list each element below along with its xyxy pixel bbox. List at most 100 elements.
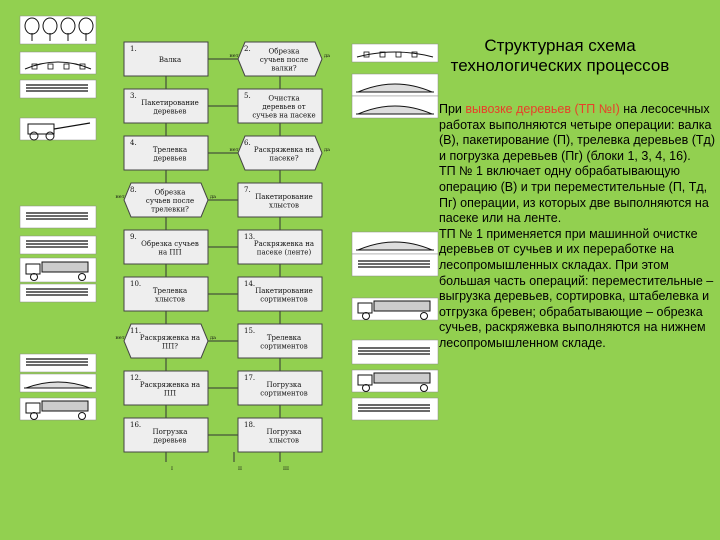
block-number: 14.	[244, 280, 255, 288]
p1-highlight: вывозке деревьев (ТП №I)	[465, 102, 620, 116]
left-illustration-9	[19, 353, 97, 373]
description-paragraph-2: ТП № 1 включает одну обрабатывающую опер…	[439, 164, 709, 226]
right-illustration-1	[351, 43, 439, 63]
description-paragraph-1: При вывозке деревьев (ТП №I) на лесосечн…	[439, 102, 717, 164]
branch-label-yes: да	[210, 194, 216, 200]
left-illustration-10	[19, 373, 97, 393]
right-illustration-3	[351, 95, 439, 119]
branch-label-yes: да	[324, 147, 330, 153]
branch-label-yes: да	[210, 335, 216, 341]
block-label: Обрезка	[269, 48, 300, 56]
block-number: 1.	[130, 45, 137, 53]
exit-label-1: I	[171, 466, 173, 472]
process-shape	[123, 41, 209, 77]
block-label: сучьев после	[260, 56, 308, 64]
block-label: Погрузка	[267, 381, 302, 389]
block-number: 15.	[244, 327, 255, 335]
block-label: Очистка	[268, 95, 299, 103]
description-paragraph-3: ТП № 1 применяется при машинной очистке …	[439, 226, 714, 350]
block-label: Пакетирование	[141, 99, 199, 107]
block-label: хлыстов	[155, 295, 185, 303]
description-text: При вывозке деревьев (ТП №I) на лесосечн…	[439, 102, 717, 352]
block-label: Трелевка	[153, 287, 187, 295]
decision-shape	[237, 135, 323, 171]
block-label: сортиментов	[260, 342, 307, 350]
branch-label-no: нет	[115, 194, 124, 200]
block-label: деревьев	[154, 436, 187, 444]
block-number: 11.	[130, 327, 141, 335]
block-label: Обрезка сучьев	[141, 240, 199, 248]
block-label: пасеке?	[269, 154, 298, 162]
block-label: сучьев на пасеке	[252, 112, 315, 120]
process-shape	[237, 417, 323, 453]
block-label: Пакетирование	[255, 193, 313, 201]
block-label: Раскряжевка на	[254, 240, 314, 248]
branch-label-no: нет	[115, 335, 124, 341]
process-shape	[237, 370, 323, 406]
right-illustration-5	[351, 253, 439, 277]
block-label: сучьев после	[146, 197, 194, 205]
right-illustration-6	[351, 297, 439, 321]
process-shape	[237, 276, 323, 312]
block-label: Обрезка	[155, 189, 186, 197]
left-illustration-6	[19, 235, 97, 255]
exit-label-3: III	[283, 466, 289, 472]
process-shape	[123, 417, 209, 453]
right-illustration-8	[351, 369, 439, 393]
block-label: Погрузка	[267, 428, 302, 436]
block-label: Валка	[159, 56, 181, 64]
right-illustration-4	[351, 231, 439, 255]
block-number: 4.	[130, 139, 137, 147]
block-number: 12.	[130, 374, 141, 382]
block-label: пасеке (ленте)	[257, 248, 312, 256]
page-title: Структурная схема технологических процес…	[450, 36, 670, 75]
left-illustration-8	[19, 283, 97, 303]
left-illustration-11	[19, 397, 97, 421]
process-shape	[123, 276, 209, 312]
block-number: 2.	[244, 45, 251, 53]
block-label: Погрузка	[153, 428, 188, 436]
block-label: Пакетирование	[255, 287, 313, 295]
decision-shape	[123, 182, 209, 218]
block-label: на ПП	[158, 248, 181, 256]
left-illustration-2	[19, 51, 97, 75]
block-label: Трелевка	[267, 334, 301, 342]
block-number: 8.	[130, 186, 137, 194]
right-illustration-2	[351, 73, 439, 97]
block-number: 10.	[130, 280, 141, 288]
branch-label-yes: да	[324, 53, 330, 59]
block-number: 6.	[244, 139, 251, 147]
decision-shape	[237, 41, 323, 77]
block-number: 13.	[244, 233, 255, 241]
left-illustration-5	[19, 205, 97, 229]
left-illustration-1	[19, 15, 97, 45]
block-number: 16.	[130, 421, 141, 429]
block-label: сортиментов	[260, 389, 307, 397]
exit-label-2: II	[238, 466, 242, 472]
block-label: валки?	[271, 65, 297, 73]
block-number: 5.	[244, 92, 251, 100]
process-shape	[237, 88, 323, 124]
process-shape	[123, 135, 209, 171]
block-label: хлыстов	[269, 436, 299, 444]
block-number: 17.	[244, 374, 255, 382]
decision-shape	[123, 323, 209, 359]
block-number: 3.	[130, 92, 137, 100]
block-label: ПП	[164, 389, 176, 397]
